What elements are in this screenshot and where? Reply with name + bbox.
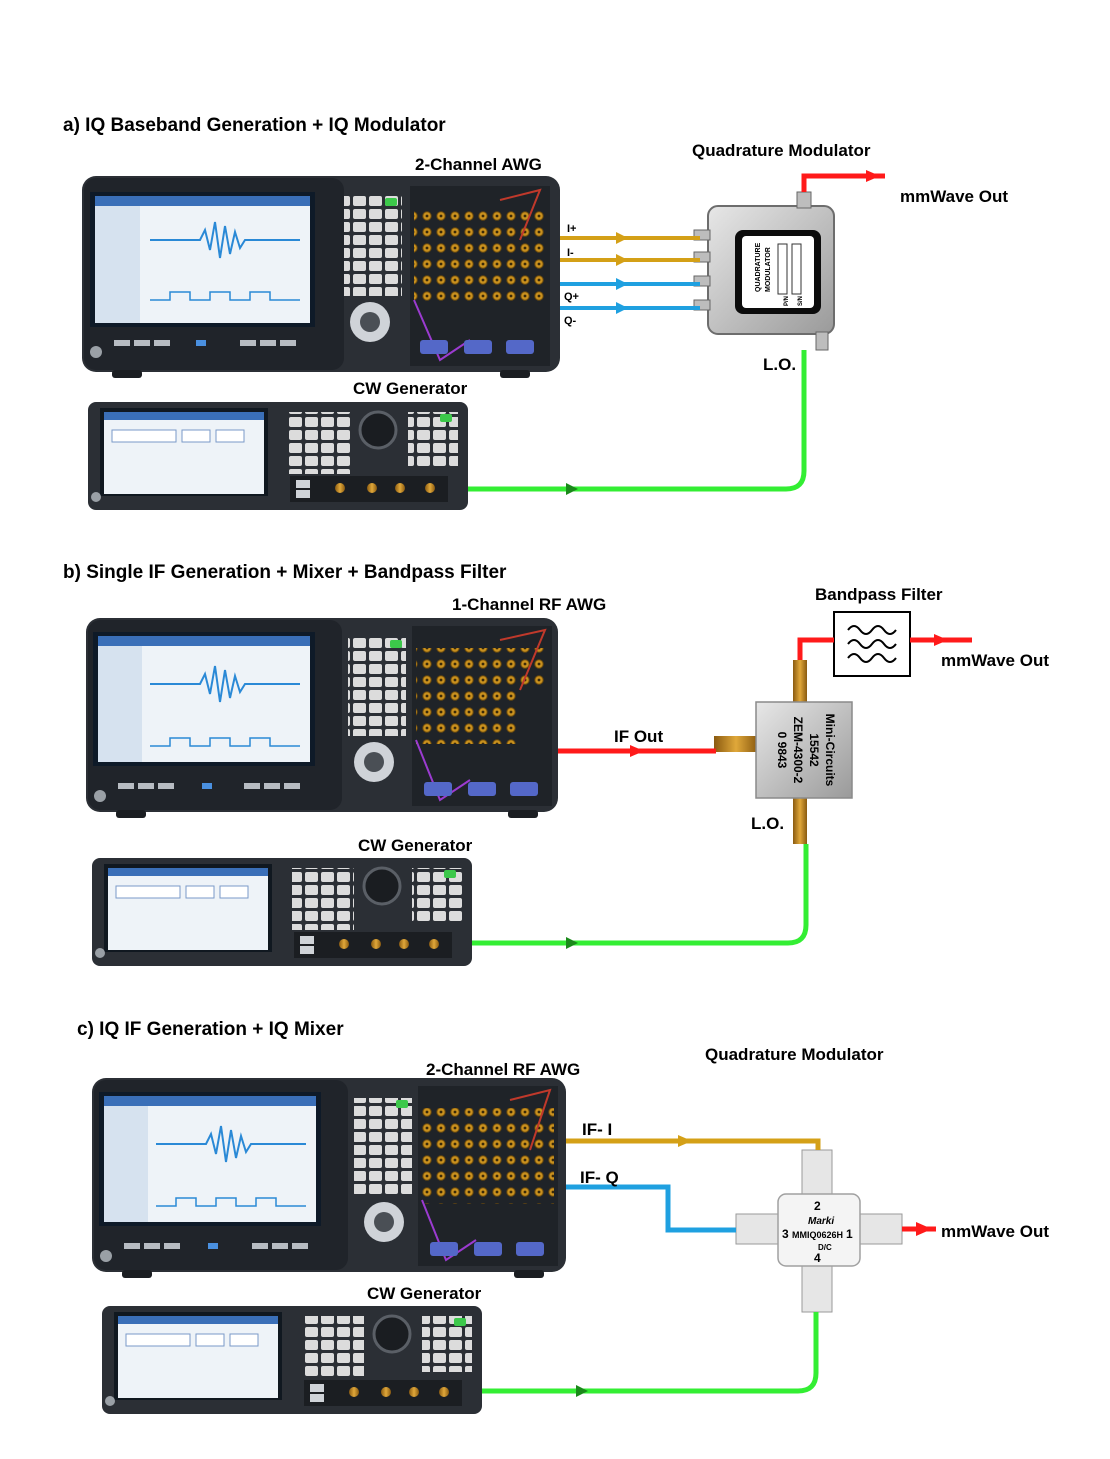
rf-out-line <box>801 173 885 192</box>
arrow-icon <box>566 483 578 495</box>
iq-mixer-dc: D/C <box>818 1243 832 1252</box>
module-text-1: QUADRATURE <box>755 242 762 292</box>
iq-mixer-port-1: 1 <box>846 1227 853 1241</box>
module-text-sn: S/N <box>798 296 804 306</box>
signal-q-minus: Q- <box>564 315 577 327</box>
section-a: a) IQ Baseband Generation + IQ Modulator… <box>63 115 1008 510</box>
if-out-label: IF Out <box>614 727 663 746</box>
if-i-line <box>566 1138 821 1150</box>
lo-line <box>472 844 809 946</box>
section-a-title: a) IQ Baseband Generation + IQ Modulator <box>63 115 446 136</box>
signal-if-q: IF- Q <box>580 1168 619 1187</box>
section-c-title: c) IQ IF Generation + IQ Mixer <box>77 1019 344 1040</box>
lo-label: L.O. <box>763 355 796 374</box>
arrow-icon <box>566 937 578 949</box>
lo-label: L.O. <box>751 814 784 833</box>
iq-mixer-port-4: 4 <box>814 1251 821 1265</box>
arrow-icon <box>934 634 948 646</box>
if-q-line <box>566 1184 736 1233</box>
modulator-label: Quadrature Modulator <box>692 141 871 160</box>
iq-mixer-model: MMIQ0626H <box>792 1230 843 1240</box>
awg-instrument <box>86 618 558 818</box>
arrow-icon <box>866 170 880 182</box>
arrow-icon <box>630 745 644 757</box>
signal-i-minus: I- <box>567 247 574 259</box>
arrow-icon <box>616 302 628 314</box>
arrow-icon <box>678 1135 692 1147</box>
signal-if-i: IF- I <box>582 1120 612 1139</box>
signal-q-plus: Q+ <box>564 291 579 303</box>
modulator-label: Quadrature Modulator <box>705 1045 884 1064</box>
iq-baseband-lines: I+ I- Q+ Q- <box>560 223 700 327</box>
bandpass-filter-icon <box>833 611 911 677</box>
awg-instrument <box>92 1078 566 1278</box>
signal-i-plus: I+ <box>567 223 576 235</box>
awg-label: 2-Channel RF AWG <box>426 1060 580 1079</box>
awg-label: 1-Channel RF AWG <box>452 595 606 614</box>
lo-line <box>482 1312 819 1394</box>
mixer-module: Mini-Circuits 15542 ZEM-4300-2 0 9843 <box>714 660 853 844</box>
mixer-text-date: 0 9843 <box>775 732 789 769</box>
iq-mixer-port-2: 2 <box>814 1199 821 1213</box>
iq-mixer-module: 2 Marki 3 MMIQ0626H 1 D/C 4 <box>735 1149 903 1313</box>
awg-label: 2-Channel AWG <box>415 155 542 174</box>
mixer-text-brand: Mini-Circuits <box>823 714 837 787</box>
cw-generator-label: CW Generator <box>367 1284 482 1303</box>
output-label: mmWave Out <box>941 651 1049 670</box>
cw-generator-label: CW Generator <box>358 836 473 855</box>
module-text-2: MODULATOR <box>765 247 772 292</box>
output-label: mmWave Out <box>941 1222 1049 1241</box>
filter-label: Bandpass Filter <box>815 585 943 604</box>
module-text-pn: P/N <box>784 296 790 306</box>
mixer-to-filter-line <box>797 637 834 660</box>
arrow-icon <box>916 1222 932 1236</box>
arrow-icon <box>616 278 628 290</box>
arrow-icon <box>576 1385 588 1397</box>
arrow-icon <box>616 232 628 244</box>
awg-instrument <box>82 176 560 378</box>
cw-generator-instrument <box>102 1306 482 1414</box>
iq-mixer-port-3: 3 <box>782 1227 789 1241</box>
section-b-title: b) Single IF Generation + Mixer + Bandpa… <box>63 562 507 583</box>
cw-generator-instrument <box>88 402 468 510</box>
arrow-icon <box>616 254 628 266</box>
mixer-text-lot: 15542 <box>807 733 821 767</box>
section-c: c) IQ IF Generation + IQ Mixer 2-Channel… <box>77 1019 1049 1414</box>
iq-mixer-brand: Marki <box>808 1216 834 1227</box>
section-b: b) Single IF Generation + Mixer + Bandpa… <box>63 562 1049 966</box>
cw-generator-instrument <box>92 858 472 966</box>
cw-generator-label: CW Generator <box>353 379 468 398</box>
output-label: mmWave Out <box>900 187 1008 206</box>
mixer-text-model: ZEM-4300-2 <box>791 717 805 784</box>
lo-line <box>468 350 807 492</box>
quadrature-modulator-module: QUADRATURE MODULATOR P/N S/N <box>693 191 835 351</box>
